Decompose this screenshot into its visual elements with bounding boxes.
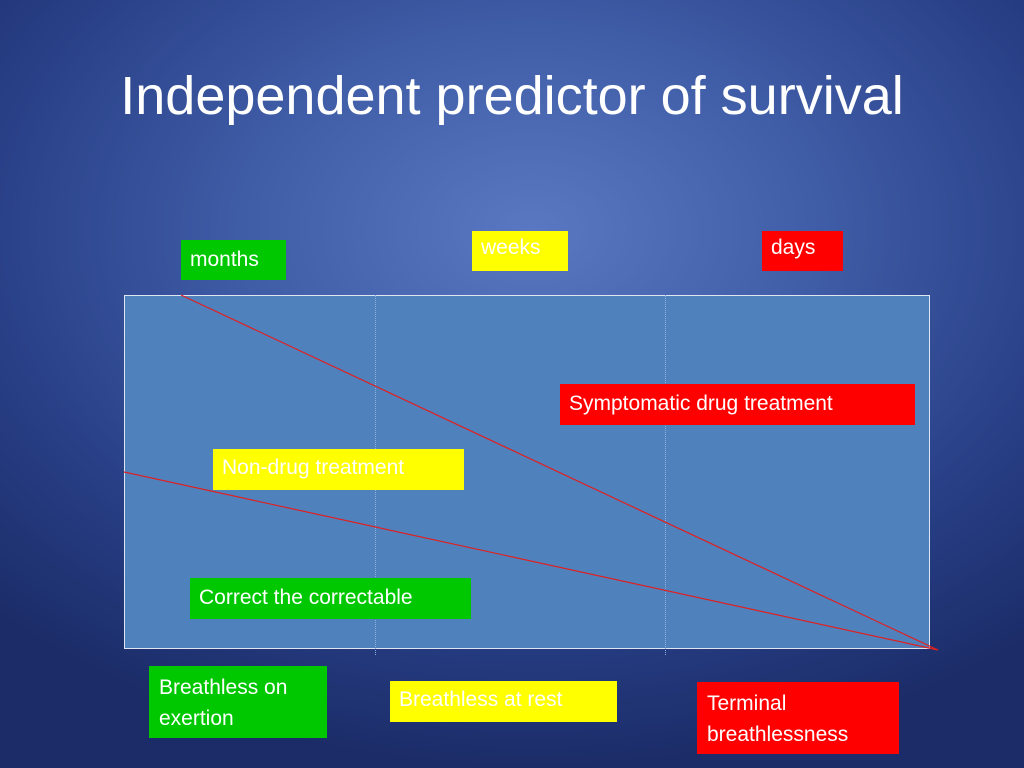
panel-divider-right	[665, 295, 666, 655]
months-label: months	[181, 240, 286, 280]
correct-the-correctable-box: Correct the correctable	[190, 578, 471, 619]
days-label: days	[762, 231, 843, 271]
slide-title: Independent predictor of survival	[120, 66, 904, 126]
weeks-label: weeks	[472, 231, 568, 271]
symptomatic-drug-treatment-box: Symptomatic drug treatment	[560, 384, 915, 425]
non-drug-treatment-box: Non-drug treatment	[213, 449, 464, 490]
breathless-on-exertion-box: Breathless on exertion	[149, 666, 327, 738]
breathless-at-rest-box: Breathless at rest	[390, 681, 617, 722]
terminal-breathlessness-box: Terminal breathlessness	[697, 682, 899, 754]
